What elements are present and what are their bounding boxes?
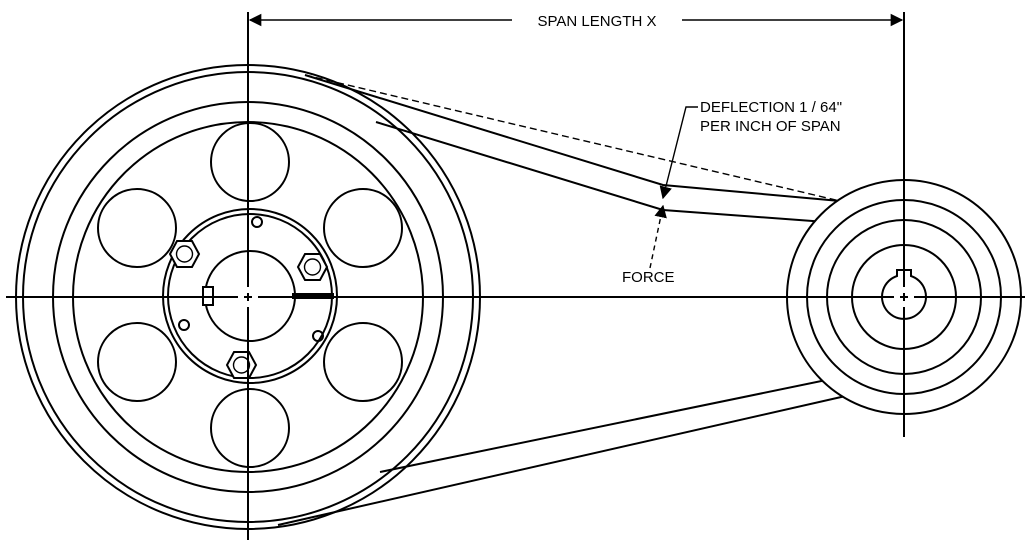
set-screw-hole	[312, 330, 324, 342]
force-label: FORCE	[622, 269, 675, 286]
belt-straight-reference-line	[304, 74, 841, 202]
force-arrow	[649, 204, 667, 269]
spoke-hole	[97, 322, 177, 402]
deflection-label-line2: PER INCH OF SPAN	[700, 118, 841, 135]
span-length-label: SPAN LENGTH X	[538, 13, 657, 30]
belt-inner-bottom-edge	[379, 377, 837, 473]
hex-bolt	[168, 240, 201, 268]
hex-bolt	[225, 351, 258, 379]
spoke-hole	[97, 188, 177, 268]
set-screw-hole	[178, 319, 190, 331]
deflection-leader	[659, 106, 698, 200]
spoke-hole	[210, 122, 290, 202]
set-screw-hole	[251, 216, 263, 228]
belt-outer-top-edge	[304, 74, 841, 202]
hex-bolt-head	[303, 258, 322, 276]
belt-outer-bottom-edge	[277, 394, 851, 526]
hex-bolt-head	[232, 356, 251, 374]
hex-bolt	[296, 253, 329, 281]
spoke-hole	[323, 322, 403, 402]
belt	[277, 74, 851, 526]
spoke-hole	[323, 188, 403, 268]
span-length-dimension: SPAN LENGTH X	[248, 13, 904, 30]
center-lines	[6, 12, 1025, 540]
spoke-hole	[210, 388, 290, 468]
deflection-label-line1: DEFLECTION 1 / 64"	[700, 99, 842, 116]
deflection-callout: DEFLECTION 1 / 64" PER INCH OF SPAN FORC…	[622, 99, 842, 286]
large-pulley-spoke-holes	[97, 122, 403, 468]
hex-bolt-head	[175, 245, 194, 263]
